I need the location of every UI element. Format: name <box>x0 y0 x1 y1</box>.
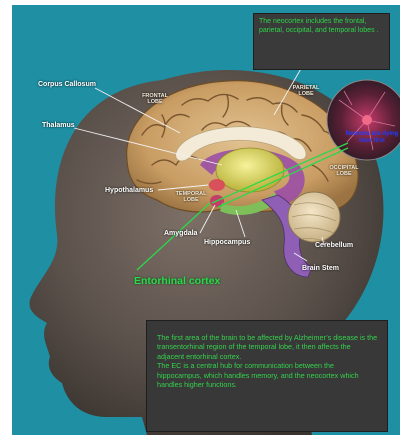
illustration-panel: Corpus Callosum Thalamus Hypothalamus Am… <box>12 5 400 435</box>
label-corpus-callosum: Corpus Callosum <box>38 81 96 88</box>
label-neurons-dying: Neurons are dying here first <box>342 131 400 145</box>
label-temporal-lobe: TEMPORAL LOBE <box>175 191 207 203</box>
label-thalamus: Thalamus <box>42 122 75 129</box>
label-brain-stem: Brain Stem <box>302 265 339 272</box>
hypothalamus <box>209 179 225 191</box>
label-amygdala: Amygdala <box>164 230 197 237</box>
neocortex-note-text: The neocortex includes the frontal, pari… <box>259 18 378 34</box>
thalamus <box>216 148 284 192</box>
label-frontal-lobe: FRONTAL LOBE <box>140 93 170 105</box>
label-cerebellum: Cerebellum <box>315 242 353 249</box>
alzheimers-note-paragraph-2: The EC is a central hub for communicatio… <box>157 361 379 389</box>
label-hypothalamus: Hypothalamus <box>105 187 153 194</box>
label-hippocampus: Hippocampus <box>204 239 250 246</box>
cerebellum <box>288 192 340 242</box>
alzheimers-note-paragraph-1: The first area of the brain to be affect… <box>157 333 379 361</box>
label-parietal-lobe: PARIETAL LOBE <box>289 85 323 97</box>
neocortex-note-box: The neocortex includes the frontal, pari… <box>253 13 390 70</box>
neuron-body <box>362 115 372 125</box>
label-occipital-lobe: OCCIPITAL LOBE <box>327 165 361 177</box>
label-entorhinal-cortex: Entorhinal cortex <box>134 275 220 287</box>
alzheimers-note-box: The first area of the brain to be affect… <box>146 320 388 432</box>
